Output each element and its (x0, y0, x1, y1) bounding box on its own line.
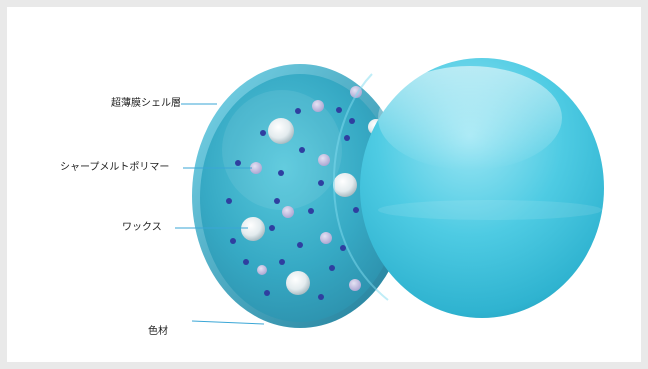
white-wax-droplet-icon (318, 154, 330, 166)
wax-label: ワックス (122, 222, 162, 233)
blue-colorant-dot-icon (336, 107, 342, 113)
blue-colorant-dot-icon (344, 135, 350, 141)
white-wax-droplet-icon (286, 271, 310, 295)
blue-colorant-dot-icon (279, 259, 285, 265)
blue-colorant-dot-icon (308, 208, 314, 214)
blue-colorant-dot-icon (340, 245, 346, 251)
shell-layer-label: 超薄膜シェル層 (111, 98, 181, 109)
colorant-dots (226, 107, 373, 300)
blue-colorant-dot-icon (297, 242, 303, 248)
blue-colorant-dot-icon (295, 108, 301, 114)
blue-colorant-dot-icon (230, 238, 236, 244)
wax-droplets (241, 86, 384, 295)
blue-colorant-dot-icon (243, 259, 249, 265)
white-wax-droplet-icon (333, 173, 357, 197)
white-wax-droplet-icon (241, 217, 265, 241)
blue-colorant-dot-icon (318, 180, 324, 186)
blue-colorant-dot-icon (353, 207, 359, 213)
shell-layer-edge (332, 73, 389, 301)
colorant-label: 色材 (148, 326, 168, 337)
blue-colorant-dot-icon (349, 118, 355, 124)
blue-colorant-dot-icon (318, 294, 324, 300)
blue-colorant-dot-icon (329, 265, 335, 271)
blue-colorant-dot-icon (264, 290, 270, 296)
white-wax-droplet-icon (349, 279, 361, 291)
leader-lines (175, 103, 265, 325)
white-wax-droplet-icon (320, 232, 332, 244)
blue-colorant-dot-icon (260, 130, 266, 136)
blue-colorant-dot-icon (269, 225, 275, 231)
blue-colorant-dot-icon (299, 147, 305, 153)
white-wax-droplet-icon (282, 206, 294, 218)
blue-colorant-dot-icon (226, 198, 232, 204)
blue-colorant-dot-icon (278, 170, 284, 176)
sharp-melt-polymer-label: シャープメルトポリマー (60, 162, 170, 173)
white-wax-droplet-icon (312, 100, 324, 112)
white-wax-droplet-icon (257, 265, 267, 275)
blue-colorant-dot-icon (274, 198, 280, 204)
blue-colorant-dot-icon (235, 160, 241, 166)
toner-sphere (360, 58, 604, 318)
white-wax-droplet-icon (268, 118, 294, 144)
white-wax-droplet-icon (250, 162, 262, 174)
